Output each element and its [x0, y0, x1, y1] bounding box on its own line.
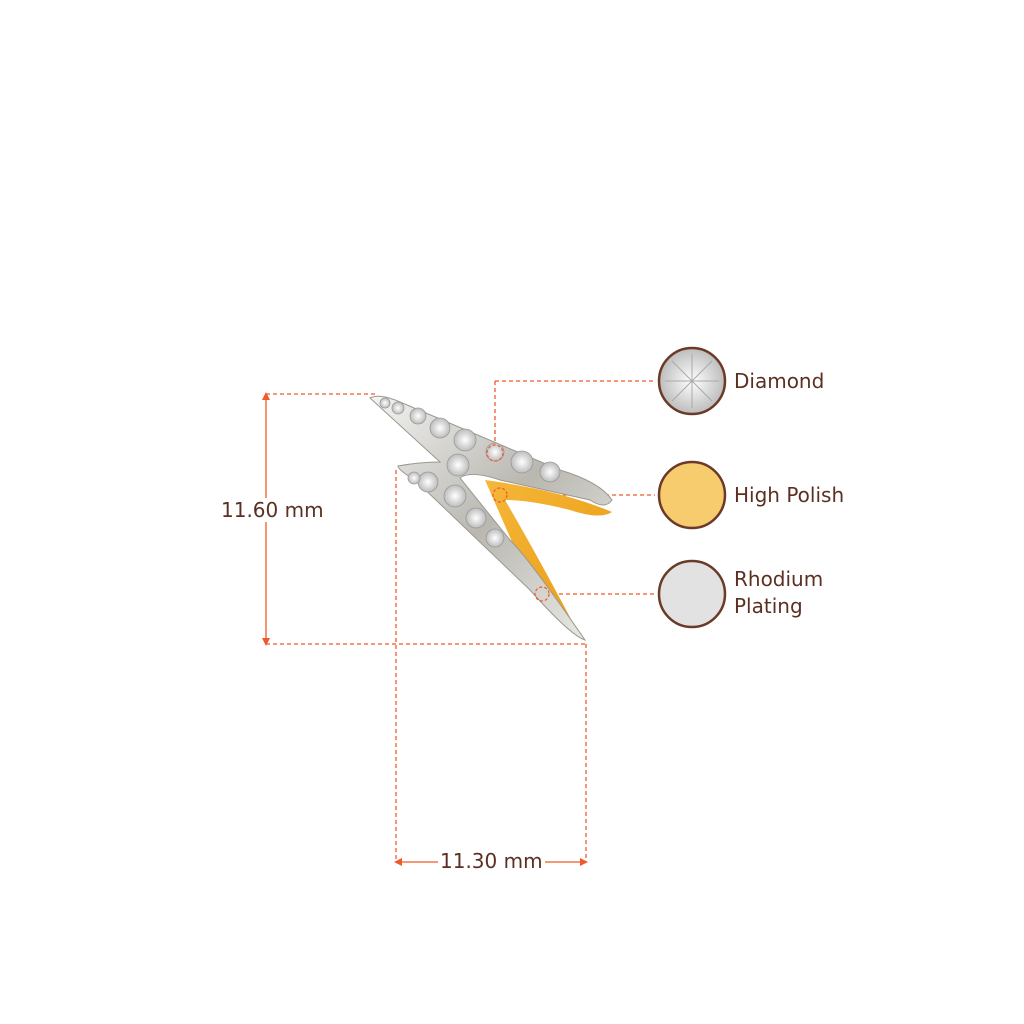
height-dimension-label: 11.60 mm	[221, 498, 324, 522]
material-label-line-2: Plating	[734, 594, 803, 618]
material-label-line-1: Rhodium	[734, 567, 824, 591]
material-label-high-polish: High Polish	[734, 483, 845, 507]
rhodium-swatch-icon	[657, 559, 727, 629]
diamond-swatch-icon	[657, 346, 727, 416]
material-label-rhodium: Rhodium Plating	[734, 566, 823, 620]
earring-image	[369, 395, 613, 641]
high-polish-swatch-icon	[657, 460, 727, 530]
dimension-lines	[265, 380, 655, 863]
material-label-diamond: Diamond	[734, 369, 825, 393]
width-dimension-label: 11.30 mm	[438, 849, 545, 873]
